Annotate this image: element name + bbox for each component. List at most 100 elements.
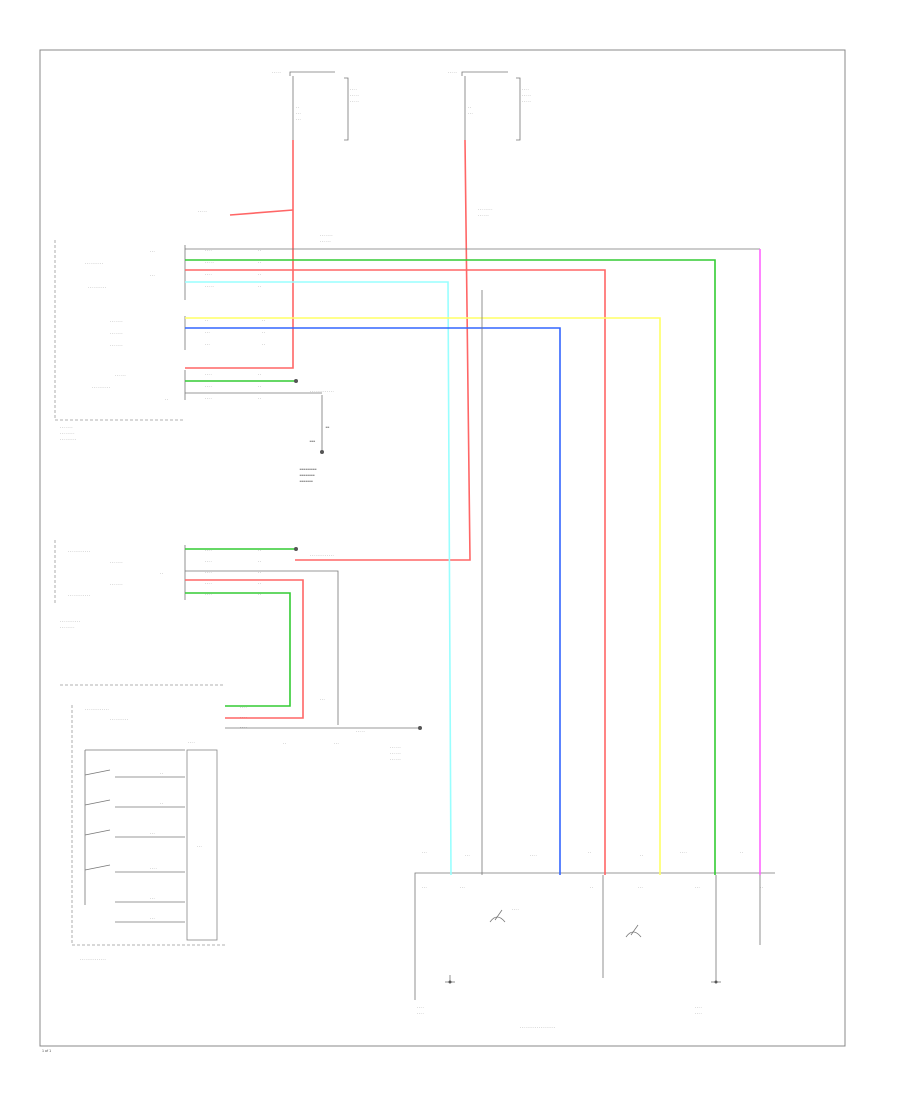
svg-text:- -: - - [258,384,261,388]
fuse-block-left: - - - - - - - - - - - - - - - - - - - - … [272,70,359,141]
svg-text:- - - - - - - - - - - -: - - - - - - - - - - - - [68,593,90,597]
svg-text:- - - - - -: - - - - - - [320,239,331,243]
svg-text:- -: - - [468,105,471,109]
svg-text:- - -: - - - [310,439,315,443]
svg-text:- - -: - - - [460,885,465,889]
svg-text:- -: - - [262,342,265,346]
svg-text:- - - -: - - - - [417,1011,424,1015]
svg-text:- - - -: - - - - [205,581,212,585]
svg-text:- -: - - [258,272,261,276]
svg-text:- - - -: - - - - [695,1005,702,1009]
svg-text:- -: - - [258,396,261,400]
bottom-connector-module: - - - - - - - - - - - - - - - - - - - - … [414,850,775,1029]
svg-text:- - - - - -: - - - - - - [390,751,401,755]
diagram-frame [39,49,846,1047]
svg-text:- - - - - - -: - - - - - - - [300,479,312,483]
svg-text:- - - -: - - - - [680,850,687,854]
svg-text:- - - - - - - - - - -: - - - - - - - - - - - [60,619,80,623]
svg-text:- - - -: - - - - [530,853,537,857]
svg-text:- - -: - - - [422,885,427,889]
page-label: 1 of 1 [42,1049,51,1053]
svg-text:- - -: - - - [205,342,210,346]
svg-text:- - - - -: - - - - - [356,729,365,733]
svg-text:- - - - - - - - - -: - - - - - - - - - - [92,385,110,389]
svg-text:- - - - - -: - - - - - - [390,745,401,749]
svg-text:- - - -: - - - - [205,372,212,376]
svg-text:- - - -: - - - - [695,1011,702,1015]
svg-text:- - - - -: - - - - - [350,99,359,103]
svg-text:- - - - - -: - - - - - - [115,373,126,377]
svg-text:- - - -: - - - - [205,248,212,252]
svg-text:- - - - -: - - - - - [205,284,214,288]
svg-text:- - -: - - - [150,896,155,900]
svg-text:- - -: - - - [205,330,210,334]
svg-text:- - -: - - - [197,844,202,848]
wire-red-row [185,269,606,875]
wire-red-tap [229,209,294,216]
wire-blue [185,327,561,875]
svg-text:- -: - - [640,853,643,857]
svg-text:- - - - - - - -: - - - - - - - - [300,473,314,477]
svg-text:- - -: - - - [150,249,155,253]
svg-text:- - - - -: - - - - - [522,99,531,103]
svg-text:- - - -: - - - - [205,384,212,388]
svg-text:- - - - -: - - - - - [350,93,359,97]
connector-dot-icon [294,379,718,984]
svg-text:- - - - - - -: - - - - - - - [110,582,122,586]
svg-text:- -: - - [588,850,591,854]
svg-text:- - -: - - - [334,741,339,745]
svg-text:- - -: - - - [150,916,155,920]
svg-text:- - - - - - - - - - - - -: - - - - - - - - - - - - - [310,389,334,393]
svg-text:- - - - - - -: - - - - - - - [110,560,122,564]
wire-green-switch [185,592,291,707]
svg-text:- -: - - [160,801,163,805]
svg-text:- - - - -: - - - - - [448,70,457,74]
motor-icon [489,909,642,938]
svg-text:- -: - - [590,885,593,889]
svg-text:- -: - - [296,105,299,109]
svg-text:- - - - - - - - - - - - - - -: - - - - - - - - - - - - - - - - - - - [520,1025,555,1029]
svg-text:- - - -: - - - - [522,87,529,91]
svg-text:- - -: - - - [422,850,427,854]
svg-text:- - - - - - - - - - - -: - - - - - - - - - - - - [68,549,90,553]
svg-text:- - - - - - -: - - - - - - - [110,343,122,347]
wire-yellow [185,317,661,875]
wire-cyan [185,281,452,876]
svg-text:- - -: - - - [320,697,325,701]
svg-text:- - - -: - - - - [240,725,247,729]
svg-text:- - - - - - - - - - - - - -: - - - - - - - - - - - - - - [80,957,106,961]
svg-text:- - - - - -: - - - - - - [390,757,401,761]
svg-text:- -: - - [258,548,261,552]
svg-text:- - - -: - - - - [240,715,247,719]
connector-module-middle: - - - - - - - - - - - - - - - - - - - - … [54,540,261,629]
ground-symbol-icon [445,975,721,983]
svg-text:- - - -: - - - - [240,705,247,709]
svg-text:- - - - -: - - - - - [198,209,207,213]
svg-text:- -: - - [160,571,163,575]
ground-symbol-icon: - - - - - - - - - - - - - - - - - - - - … [300,395,329,483]
switch-assembly: - - - - - - - - - - - - - - - - - - - - … [60,684,247,961]
wire-red-right [295,139,471,561]
svg-text:- -: - - [165,397,168,401]
svg-text:- -: - - [283,741,286,745]
svg-text:- - - -: - - - - [205,559,212,563]
svg-text:- -: - - [326,425,329,429]
svg-text:- - - -: - - - - [205,396,212,400]
svg-text:- - - -: - - - - [417,1005,424,1009]
wire-gray-lower [185,570,339,725]
wire-red-lower [185,579,304,719]
svg-text:- -: - - [760,885,763,889]
svg-text:- - -: - - - [465,853,470,857]
svg-text:- - - - - - -: - - - - - - - [320,233,332,237]
svg-text:- -: - - [258,372,261,376]
svg-text:- -: - - [258,581,261,585]
splice-labels: - - - - - - - - - - - - - - - - - - - - … [198,207,492,761]
svg-text:- -: - - [262,318,265,322]
svg-text:- -: - - [258,248,261,252]
svg-text:- - -: - - - [695,885,700,889]
svg-text:- - -: - - - [150,273,155,277]
svg-text:- - - - - - - - - -: - - - - - - - - - - [88,285,106,289]
svg-text:- -: - - [258,570,261,574]
svg-text:- - - - - - -: - - - - - - - [60,425,72,429]
switch-control-module [186,749,218,941]
